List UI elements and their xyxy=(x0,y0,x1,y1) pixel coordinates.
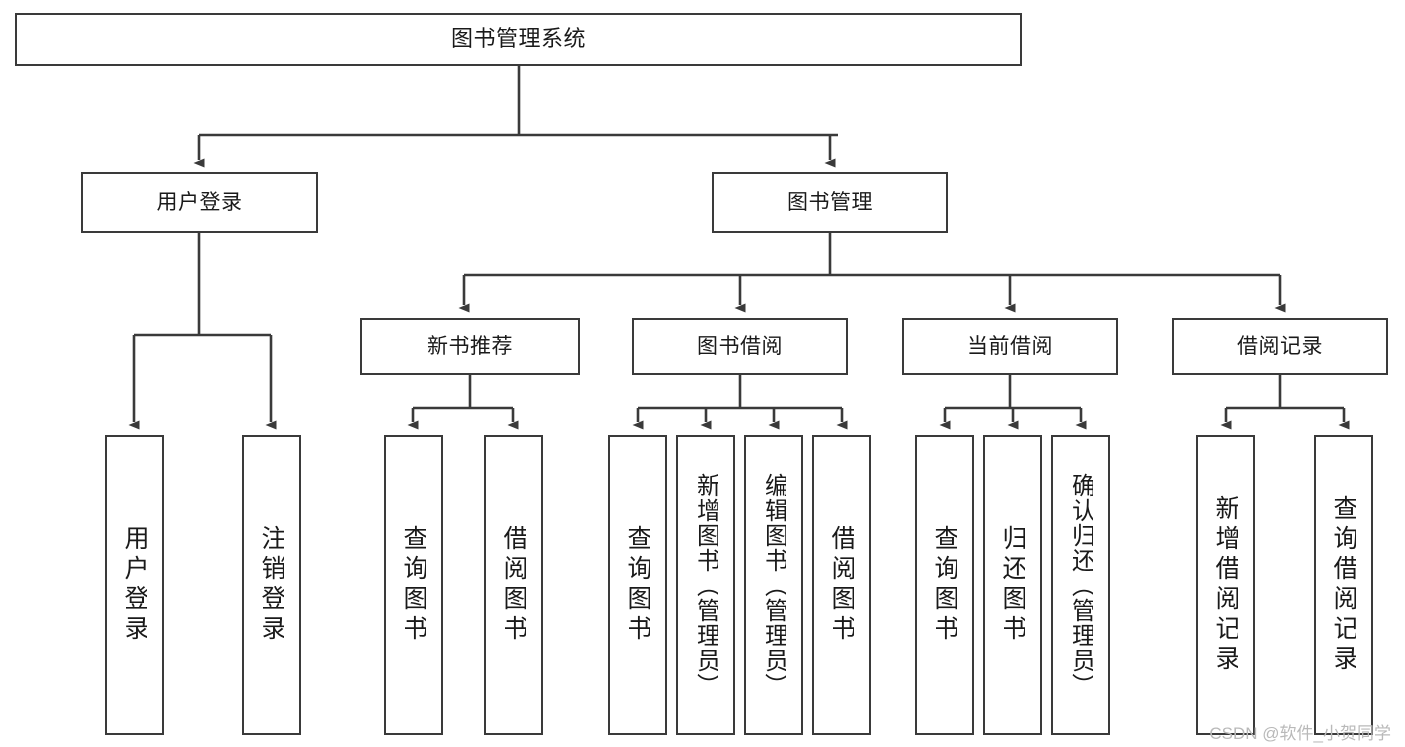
leaf-current-borrow-return[interactable]: 归还图书 xyxy=(983,435,1042,735)
node-new-book-recommend[interactable]: 新书推荐 xyxy=(360,318,580,375)
node-label: 确认归还（管理员） xyxy=(1068,472,1093,698)
node-label: 查询图书 xyxy=(401,525,426,645)
node-label: 新增借阅记录 xyxy=(1213,495,1238,675)
node-label: 归还图书 xyxy=(1000,525,1025,645)
node-borrow-record[interactable]: 借阅记录 xyxy=(1172,318,1388,375)
leaf-book-borrow-add[interactable]: 新增图书（管理员） xyxy=(676,435,735,735)
node-label: 注销登录 xyxy=(259,525,284,645)
node-label: 图书管理系统 xyxy=(450,26,586,52)
leaf-book-borrow-borrow[interactable]: 借阅图书 xyxy=(812,435,871,735)
watermark-text: CSDN @软件_小贺同学 xyxy=(1209,724,1391,743)
leaf-borrow-record-add[interactable]: 新增借阅记录 xyxy=(1196,435,1255,735)
node-label: 查询图书 xyxy=(932,525,957,645)
leaf-current-borrow-query[interactable]: 查询图书 xyxy=(915,435,974,735)
node-label: 编辑图书（管理员） xyxy=(761,472,786,698)
node-book-borrow[interactable]: 图书借阅 xyxy=(632,318,848,375)
leaf-new-book-borrow[interactable]: 借阅图书 xyxy=(484,435,543,735)
node-label: 借阅图书 xyxy=(501,525,526,645)
leaf-user-login-logout[interactable]: 注销登录 xyxy=(242,435,301,735)
node-label: 借阅记录 xyxy=(1237,334,1323,358)
leaf-book-borrow-edit[interactable]: 编辑图书（管理员） xyxy=(744,435,803,735)
node-label: 新增图书（管理员） xyxy=(693,472,718,698)
node-label: 借阅图书 xyxy=(829,525,854,645)
node-label: 新书推荐 xyxy=(427,334,513,358)
leaf-borrow-record-query[interactable]: 查询借阅记录 xyxy=(1314,435,1373,735)
leaf-current-borrow-confirm-return[interactable]: 确认归还（管理员） xyxy=(1051,435,1110,735)
leaf-user-login-login[interactable]: 用户登录 xyxy=(105,435,164,735)
node-label: 图书管理 xyxy=(787,190,873,214)
leaf-book-borrow-query[interactable]: 查询图书 xyxy=(608,435,667,735)
node-label: 查询借阅记录 xyxy=(1331,495,1356,675)
node-label: 用户登录 xyxy=(122,525,147,645)
node-label: 查询图书 xyxy=(625,525,650,645)
node-book-management[interactable]: 图书管理 xyxy=(712,172,948,233)
node-current-borrow[interactable]: 当前借阅 xyxy=(902,318,1118,375)
leaf-new-book-query[interactable]: 查询图书 xyxy=(384,435,443,735)
node-label: 图书借阅 xyxy=(697,334,783,358)
node-user-login[interactable]: 用户登录 xyxy=(81,172,318,233)
node-label: 当前借阅 xyxy=(967,334,1053,358)
node-label: 用户登录 xyxy=(156,190,243,214)
node-root-system[interactable]: 图书管理系统 xyxy=(15,13,1022,66)
